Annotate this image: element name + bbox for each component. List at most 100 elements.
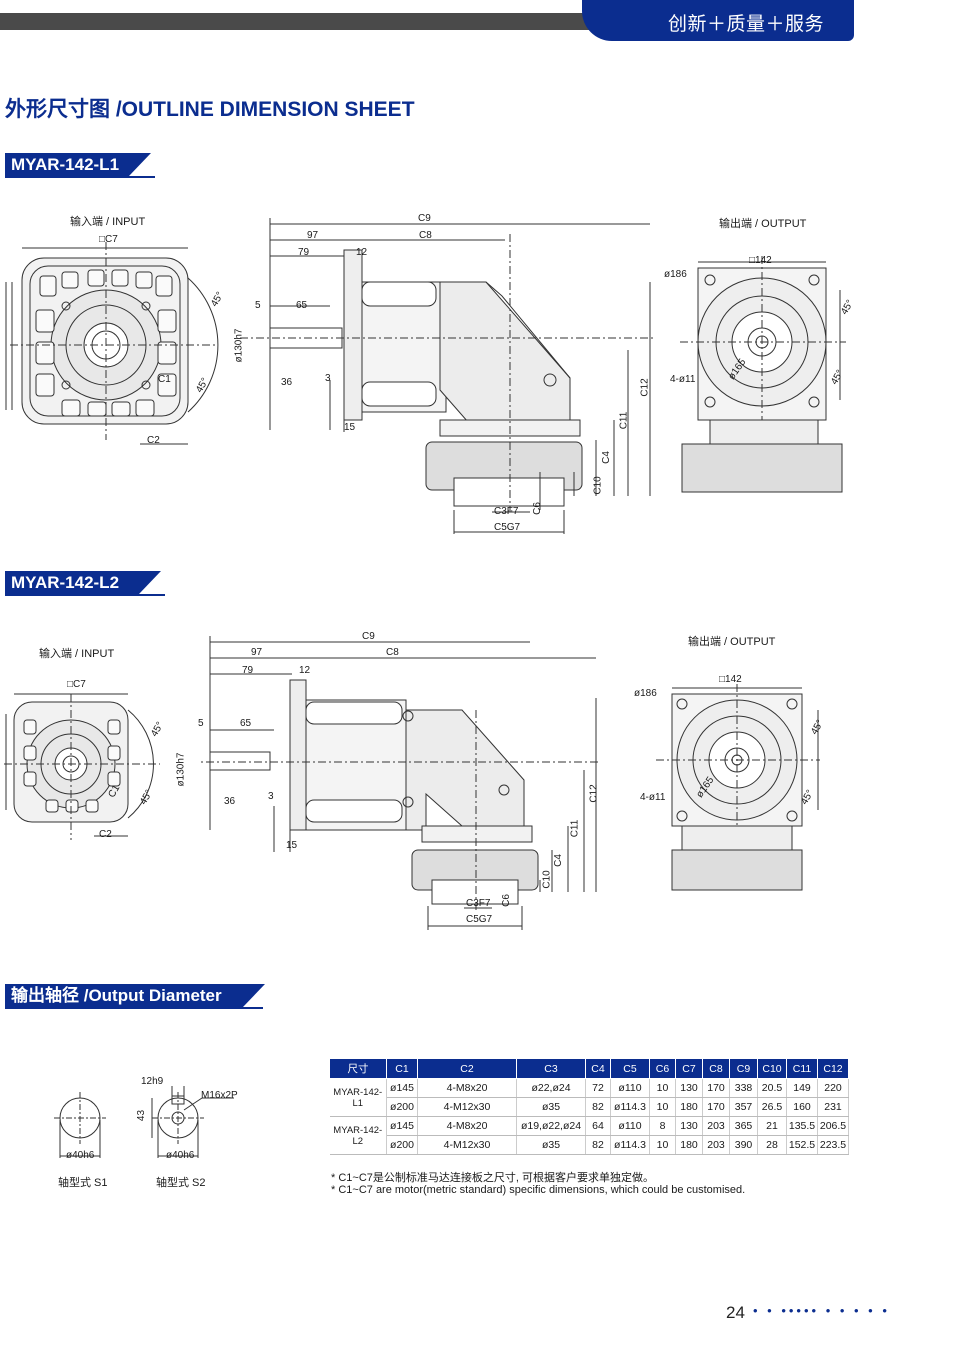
table-cell: ø145 <box>386 1116 418 1136</box>
table-cell: 365 <box>729 1116 758 1136</box>
table-cell: 4-M12x30 <box>417 1097 517 1117</box>
table-cell: 8 <box>649 1116 676 1136</box>
table-cell: 4-M8x20 <box>417 1116 517 1136</box>
table-cell: 72 <box>585 1078 611 1098</box>
shaft-s2-caption: 轴型式 S2 <box>156 1177 206 1189</box>
dim-c1: C1 <box>158 374 171 385</box>
table-cell: 223.5 <box>817 1135 849 1155</box>
table-cell: 28 <box>757 1135 787 1155</box>
dim-c9: C9 <box>418 213 431 224</box>
dim-15: 15 <box>286 840 298 851</box>
dim-shaft-dia: ø40h6 <box>166 1150 195 1161</box>
page-dots: • • ••••• • • • • • <box>753 1303 890 1318</box>
table-cell: 152.5 <box>786 1135 818 1155</box>
side-view-drawing <box>240 218 654 534</box>
dim-c5: C5G7 <box>494 522 521 533</box>
dim-c10: C10 <box>592 476 604 495</box>
table-cell: ø114.3 <box>610 1135 650 1155</box>
table-cell: 26.5 <box>757 1097 787 1117</box>
table-cell: ø145 <box>386 1078 418 1098</box>
table-header-cell: C12 <box>817 1058 849 1079</box>
input-label: 输入端 / INPUT <box>39 648 115 660</box>
note-en: * C1~C7 are motor(metric standard) speci… <box>331 1184 746 1196</box>
slogan-text: 创新＋质量＋服务 <box>668 14 825 35</box>
dim-c12: C12 <box>588 784 600 803</box>
dim-c5: C5G7 <box>466 914 493 925</box>
table-cell: ø35 <box>516 1135 586 1155</box>
slogan-banner: 创新＋质量＋服务 <box>582 0 854 41</box>
dim-12: 12 <box>299 665 311 676</box>
dim-sq142: □142 <box>749 255 772 266</box>
dim-c2: C2 <box>99 829 112 840</box>
header-bar <box>0 13 640 30</box>
shaft-s1-caption: 轴型式 S1 <box>58 1177 108 1189</box>
table-cell: 20.5 <box>757 1078 787 1098</box>
table-cell: 231 <box>817 1097 849 1117</box>
table-header-cell: C10 <box>757 1058 787 1079</box>
table-cell: 390 <box>729 1135 758 1155</box>
table-header-cell: C2 <box>417 1058 517 1079</box>
table-cell-model: MYAR-142-L2 <box>329 1116 387 1155</box>
dim-c8: C8 <box>419 230 432 241</box>
dim-186: ø186 <box>664 269 687 280</box>
table-cell: 10 <box>649 1097 676 1117</box>
dim-c10: C10 <box>541 870 553 889</box>
model-tag-l2: MYAR-142-L2 <box>5 571 161 594</box>
dim-holes: 4-ø11 <box>640 792 666 803</box>
dim-3: 3 <box>325 373 331 384</box>
table-cell: 64 <box>585 1116 611 1136</box>
table-cell: 180 <box>675 1135 703 1155</box>
output-label: 输出端 / OUTPUT <box>688 636 776 648</box>
table-cell: ø35 <box>516 1097 586 1117</box>
table-header-cell: 尺寸 <box>329 1058 387 1079</box>
table-cell: 130 <box>675 1078 703 1098</box>
table-cell-model: MYAR-142-L1 <box>329 1078 387 1117</box>
input-label: 输入端 / INPUT <box>70 216 146 228</box>
table-row: ø200 4-M12x30 ø35 82 ø114.3 10 180 203 3… <box>330 1135 849 1155</box>
input-view-drawing <box>4 693 160 840</box>
dim-c11: C11 <box>569 819 581 838</box>
dim-15: 15 <box>344 422 356 433</box>
table-header-cell: C4 <box>585 1058 611 1079</box>
output-diameter-tag: 输出轴径 /Output Diameter <box>5 984 265 1007</box>
tag-underline <box>5 176 155 178</box>
dim-130: ø130h7 <box>175 752 187 787</box>
table-cell: 10 <box>649 1135 676 1155</box>
tag-underline <box>5 594 165 596</box>
table-cell: 4-M12x30 <box>417 1135 517 1155</box>
dim-key-height: 43 <box>136 1109 148 1122</box>
table-row: MYAR-142-L2 ø145 4-M8x20 ø19,ø22,ø24 64 … <box>329 1116 849 1155</box>
dim-c4: C4 <box>600 451 612 464</box>
tag-underline <box>5 1007 263 1009</box>
input-view-drawing <box>5 242 219 445</box>
table-cell: 160 <box>786 1097 818 1117</box>
dim-c12: C12 <box>639 378 651 397</box>
shaft-s1-drawing <box>54 1092 106 1158</box>
dim-c6: C6 <box>531 502 543 515</box>
table-header-cell: C9 <box>729 1058 758 1079</box>
table-cell: ø200 <box>386 1097 418 1117</box>
dim-c11: C11 <box>618 411 630 430</box>
table-cell: 170 <box>702 1097 730 1117</box>
dim-c7: □C7 <box>99 234 118 245</box>
table-header-cell: C5 <box>610 1058 650 1079</box>
table-cell: ø22,ø24 <box>516 1078 586 1098</box>
dim-12: 12 <box>356 247 368 258</box>
shaft-s2-drawing <box>151 1086 234 1158</box>
table-cell: 338 <box>729 1078 758 1098</box>
table-cell: 130 <box>675 1116 703 1136</box>
model-tag-l1: MYAR-142-L1 <box>5 153 151 176</box>
dim-thread: M16x2P <box>201 1090 238 1101</box>
table-cell: ø110 <box>610 1078 650 1098</box>
table-row: ø200 4-M12x30 ø35 82 ø114.3 10 180 170 3… <box>330 1097 849 1117</box>
table-cell: 4-M8x20 <box>417 1078 517 1098</box>
dim-130: ø130h7 <box>233 328 245 363</box>
dim-c6: C6 <box>500 894 512 907</box>
table-cell: 82 <box>585 1135 611 1155</box>
dim-5: 5 <box>198 718 204 729</box>
table-cell: 21 <box>757 1116 787 1136</box>
dim-c9: C9 <box>362 631 375 642</box>
dim-c4: C4 <box>552 854 564 867</box>
table-header-cell: C6 <box>649 1058 676 1079</box>
dim-65: 65 <box>296 300 308 311</box>
